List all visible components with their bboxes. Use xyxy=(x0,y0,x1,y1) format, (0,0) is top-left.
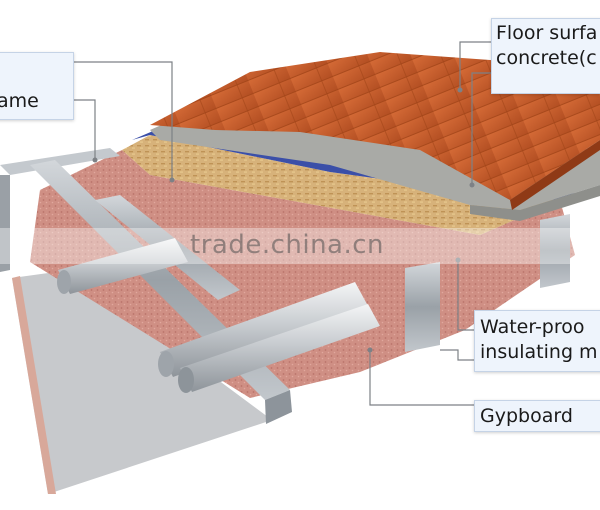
label-floor-surface: Floor surfa concrete(c xyxy=(491,18,600,94)
label-water-proof-line1: Water-proo xyxy=(480,316,585,338)
wood-floor-edge xyxy=(510,140,600,210)
label-frame: ame xyxy=(0,52,74,120)
label-gypboard: Gypboard xyxy=(474,400,600,432)
gypboard-panel xyxy=(12,270,272,494)
label-gypboard-line1: Gypboard xyxy=(480,405,573,427)
label-frame-line1: ame xyxy=(0,90,39,112)
wood-floor-surface xyxy=(150,52,600,200)
label-water-proof: Water-proo insulating m xyxy=(474,310,600,372)
callout-anchor-dots xyxy=(92,87,475,353)
service-pipes xyxy=(57,238,380,393)
callout-leader-lines xyxy=(74,41,491,406)
insulating-board-layer xyxy=(122,135,560,235)
label-floor-surface-line1: Floor surfa xyxy=(496,22,598,44)
gypboard-edge xyxy=(12,276,56,494)
concrete-layer-edge xyxy=(470,185,600,221)
watermark-band xyxy=(0,228,600,264)
label-water-proof-line2: insulating m xyxy=(480,341,598,363)
label-floor-surface-line2: concrete(c xyxy=(496,47,597,69)
watermark-text: trade.china.cn xyxy=(190,230,385,260)
